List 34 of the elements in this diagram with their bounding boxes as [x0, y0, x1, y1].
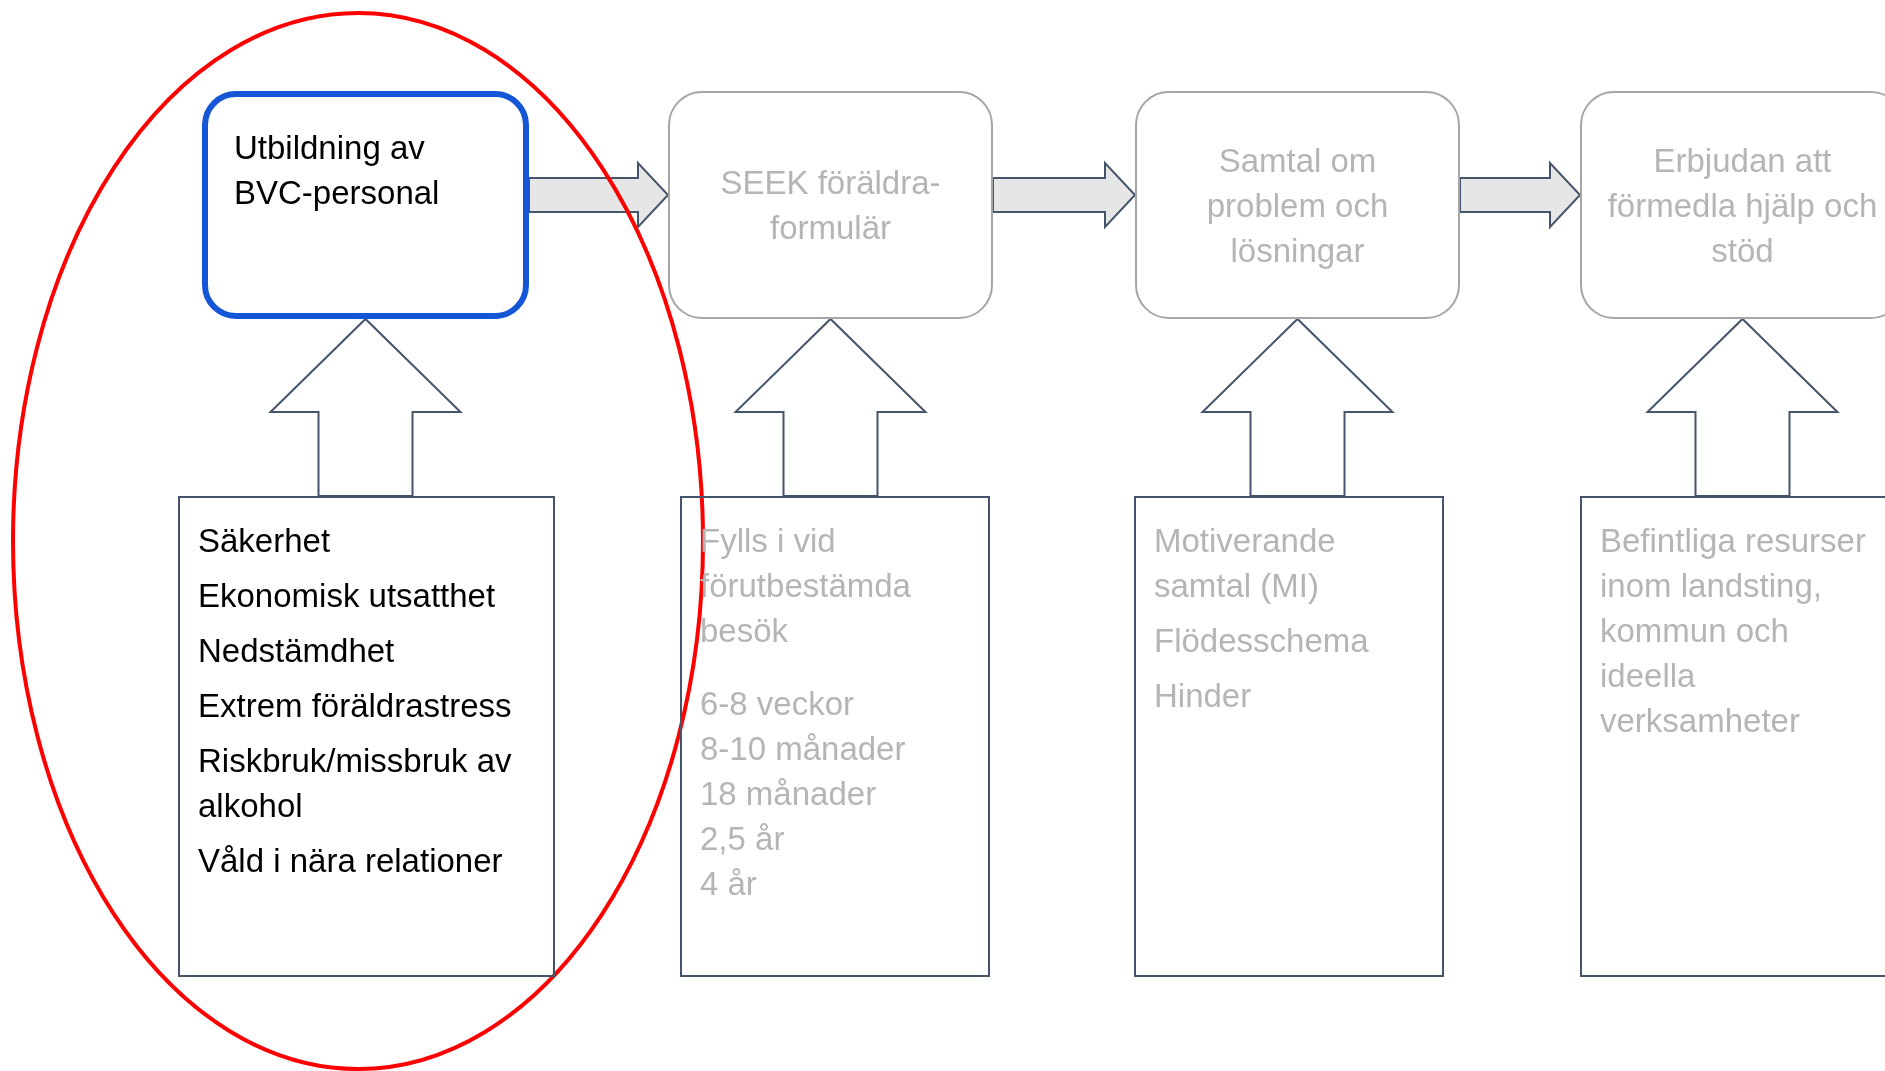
list-item: Riskbruk/missbruk av alkohol	[198, 741, 513, 826]
list-item: Flödesschema	[1154, 621, 1370, 661]
list-item: 18 månader	[700, 774, 878, 814]
block-arrow	[733, 317, 928, 497]
box-title: Samtal om problem och lösningar	[1205, 140, 1390, 271]
callout-box	[1134, 496, 1444, 977]
box-title: SEEK föräldra-formulär	[719, 163, 942, 248]
block-arrow	[1200, 317, 1395, 497]
callout-box	[178, 496, 555, 977]
process-box	[668, 91, 993, 319]
box-title: Utbildning av BVC-personal	[234, 128, 441, 213]
list-item: Motiverande samtal (MI)	[1154, 521, 1337, 606]
block-arrow	[992, 160, 1137, 230]
list-item: Säkerhet	[198, 521, 332, 561]
block-arrow	[1459, 160, 1582, 230]
callout-box	[680, 496, 990, 977]
process-box	[202, 91, 529, 319]
list-item: 6-8 veckor	[700, 684, 856, 724]
block-arrow	[268, 317, 463, 497]
process-box	[1135, 91, 1460, 319]
block-arrow	[528, 160, 670, 230]
block-arrow	[1645, 317, 1840, 497]
list-item: Våld i nära relationer	[198, 841, 504, 881]
list-item: Hinder	[1154, 676, 1253, 716]
list-item: Befintliga resurser inom landsting, kommun och ideella verksamheter	[1600, 521, 1867, 741]
list-item: 8-10 månader	[700, 729, 907, 769]
list-item: 4 år	[700, 864, 758, 904]
list-item: Extrem föräldrastress	[198, 686, 513, 726]
list-item: Ekonomisk utsatthet	[198, 576, 497, 616]
list-item: Nedstämdhet	[198, 631, 396, 671]
callout-box	[1580, 496, 1885, 977]
box-title: Erbjudan att förmedla hjälp och stöd	[1606, 140, 1879, 271]
list-item: 2,5 år	[700, 819, 786, 859]
process-box	[1580, 91, 1885, 319]
